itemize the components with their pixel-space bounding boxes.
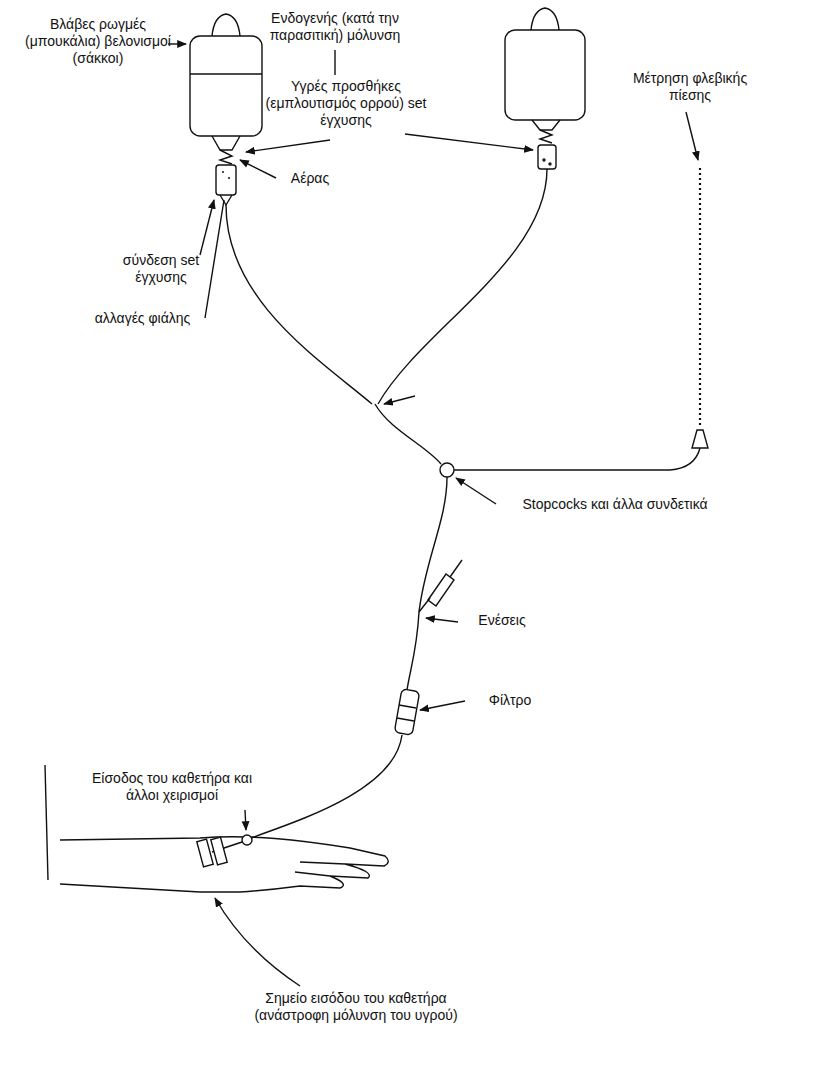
drip [222,171,224,172]
left-bottle [190,36,262,136]
leader-arrow [426,618,458,622]
leader-arrow [405,134,533,150]
leader-arrow [456,478,496,504]
callout-label: Βλάβες ρωγμές (μπουκάλια) βελονισμοί (σά… [18,16,178,67]
drip [549,163,551,165]
bottle-neck [532,120,560,130]
leader-line [334,50,335,75]
drip [543,159,545,161]
callout-label: Ενέσεις [462,612,542,629]
manometer-tube [454,448,700,470]
drip-chamber [538,145,556,169]
bottle-cap [531,8,559,30]
leader-arrow [246,140,330,152]
tape-strip [197,839,213,867]
leader-arrow [200,200,214,255]
tape-strip [211,837,227,865]
leader-line [205,200,224,318]
spike-connector [540,130,552,143]
chamber-outlet [220,195,232,205]
syringe-plunger [450,560,462,577]
leader-arrow [686,112,698,160]
callout-label: Υγρές προσθήκες (εμπλουτισμός ορρού) set… [262,78,430,129]
leader-arrow [240,160,276,178]
manometer-column [699,168,701,428]
callout-label: Σημείο εισόδου του καθετήρα (ανάστροφη μ… [236,990,476,1024]
leader-arrow [420,701,465,710]
callout-label: Stopcocks και άλλα συνδετικά [500,496,730,513]
leader-arrow [245,810,246,830]
callout-label: σύνδεση set έγχυσης [122,252,200,286]
drip [228,177,230,178]
spike-connector [220,150,232,164]
hand-outline [60,837,388,892]
filter [394,689,419,735]
callout-label: Είσοδος του καθετήρα και άλλοι χειρισμοί [92,770,252,804]
finger-lines [295,862,345,876]
manometer-cone [692,430,708,448]
catheter-hub [242,835,252,845]
fluid-level [190,73,262,74]
tube [407,612,419,690]
arm-outline [45,765,48,880]
tube [226,205,372,404]
callout-label: Φίλτρο [470,692,550,709]
drip-chamber [216,165,236,195]
callout-label: Ενδογενής (κατά την παρασιτική) μόλυνση [250,10,420,44]
leader-arrow [384,396,415,404]
bottle-cap [212,14,240,36]
tube [375,404,441,464]
callout-label: αλλαγές φιάλης [80,310,205,327]
right-bottle [505,30,585,120]
filter-seam [399,705,416,708]
stopcock [440,463,454,477]
callout-label: Μέτρηση φλεβικής πίεσης [620,70,760,104]
leader-arrow [215,898,300,986]
bottle-neck [212,136,240,150]
callout-label: Αέρας [280,170,340,187]
syringe [428,574,454,606]
tube [251,735,402,838]
filter-seam [397,718,414,721]
tube [378,169,547,404]
